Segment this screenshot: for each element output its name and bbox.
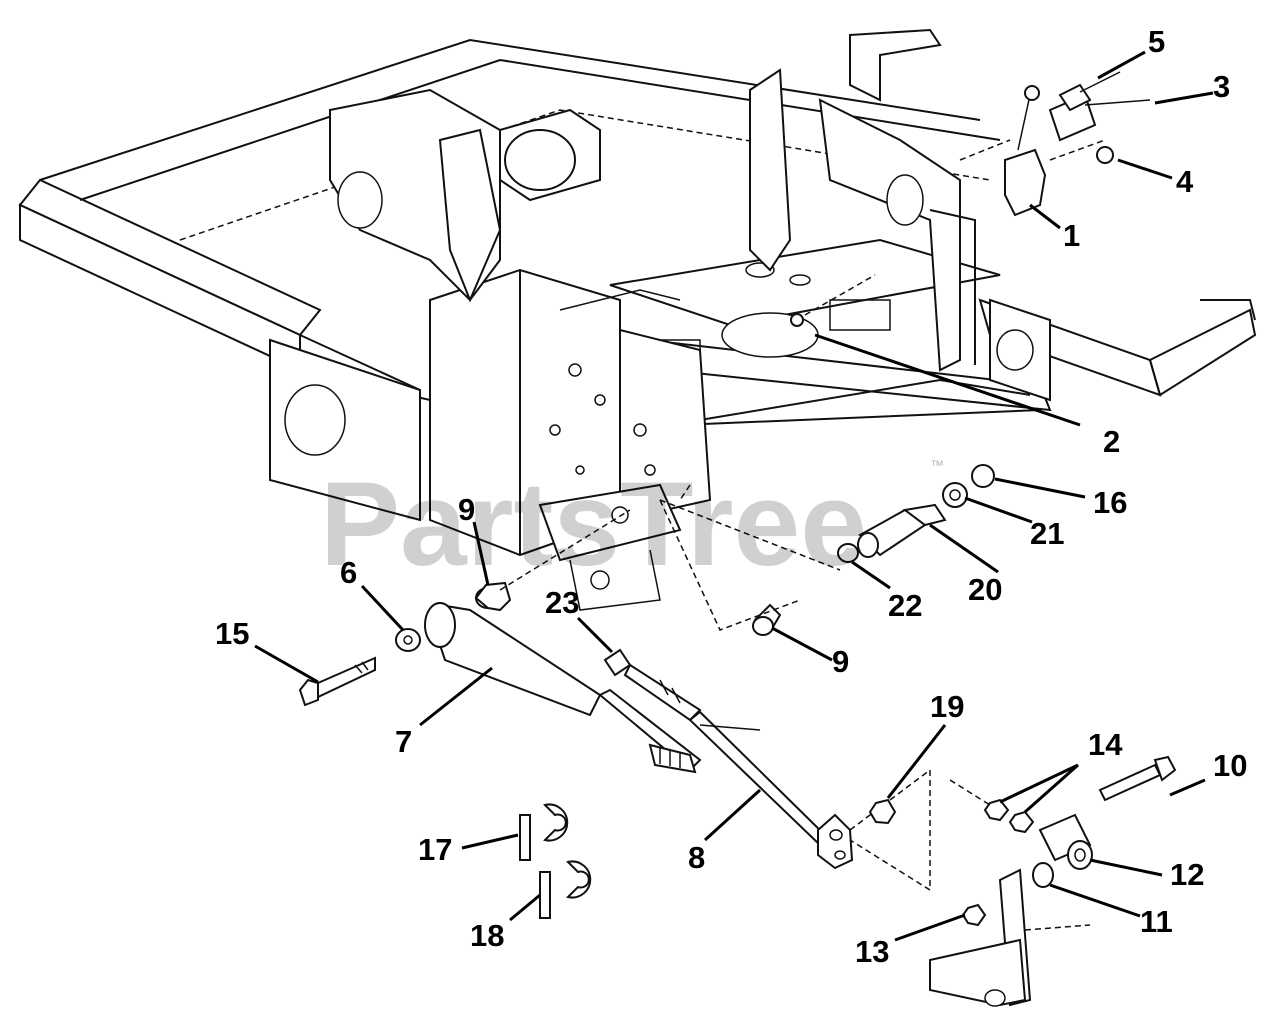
steering-arm	[929, 868, 1091, 1007]
leader-14b	[1024, 763, 1079, 814]
leader-8	[703, 788, 762, 842]
leader-1	[1029, 203, 1061, 230]
leader-13	[894, 913, 966, 942]
callout-22: 22	[888, 588, 922, 623]
leader-15	[254, 644, 319, 684]
leader-9a	[472, 521, 490, 586]
part-spacer-9b	[752, 603, 782, 636]
callout-16: 16	[1093, 485, 1127, 520]
leader-10	[1169, 778, 1206, 797]
callout-14: 14	[1088, 727, 1123, 762]
part-switch-assembly	[959, 71, 1151, 217]
callout-17: 17	[418, 832, 452, 867]
callout-11: 11	[1140, 904, 1173, 939]
part-nuts-14	[949, 779, 1035, 834]
callout-1: 1	[1063, 218, 1080, 253]
part-washer-21	[942, 482, 968, 508]
leader-3	[1154, 91, 1214, 105]
leader-23	[576, 616, 614, 654]
part-washer-22	[837, 543, 859, 563]
leader-lines	[254, 50, 1214, 942]
callout-20: 20	[968, 572, 1002, 607]
leader-2	[814, 333, 1081, 427]
callout-19: 19	[930, 689, 964, 724]
leader-20	[929, 523, 999, 574]
part-nut-2	[790, 274, 876, 327]
part-cylinder-7	[424, 602, 702, 774]
leader-4	[1117, 158, 1173, 180]
leader-21	[964, 496, 1033, 524]
callout-3: 3	[1213, 69, 1230, 104]
leader-14a	[999, 763, 1079, 804]
callout-10: 10	[1213, 748, 1247, 783]
part-pin-20	[857, 503, 947, 558]
part-nut-19	[868, 798, 897, 825]
callout-labels: 1 2 3 4 5 6 7 8 9 9 10 11 12 13 14 15 16…	[215, 24, 1247, 969]
leader-12	[1089, 858, 1163, 877]
part-bolt-15	[298, 656, 376, 707]
leader-19	[886, 724, 947, 799]
callout-6: 6	[340, 555, 357, 590]
part-bolt-10	[1098, 755, 1177, 802]
part-washer-11	[1032, 862, 1054, 888]
part-nut-13	[961, 903, 987, 927]
part-nut-16	[971, 464, 995, 488]
callout-8: 8	[688, 840, 705, 875]
callout-18: 18	[470, 918, 504, 953]
part-clip-18	[539, 860, 592, 919]
callout-15: 15	[215, 616, 249, 651]
callout-13: 13	[855, 934, 889, 969]
leader-16	[994, 477, 1086, 499]
leader-6	[360, 584, 405, 632]
callout-5: 5	[1148, 24, 1165, 59]
callout-9-upper: 9	[458, 492, 475, 527]
leader-18	[509, 893, 541, 922]
leader-11	[1049, 883, 1141, 918]
part-rod-8	[688, 710, 931, 892]
leader-5	[1097, 50, 1146, 80]
part-washer-6	[395, 628, 421, 652]
callout-12: 12	[1170, 857, 1204, 892]
callout-21: 21	[1030, 516, 1064, 551]
leader-17	[461, 833, 519, 850]
callout-4: 4	[1176, 164, 1194, 199]
leader-7	[419, 666, 493, 727]
callout-23: 23	[545, 585, 579, 620]
leader-22	[851, 560, 891, 590]
leader-9b	[771, 626, 833, 662]
watermark: PartsTree	[320, 457, 867, 591]
callout-7: 7	[395, 724, 412, 759]
mower-frame	[18, 28, 1257, 611]
callout-2: 2	[1103, 424, 1120, 459]
part-rod-end-12	[1038, 813, 1093, 870]
callout-9-lower: 9	[832, 644, 849, 679]
part-clip-17	[519, 803, 569, 861]
watermark-trademark: ™	[930, 457, 944, 473]
